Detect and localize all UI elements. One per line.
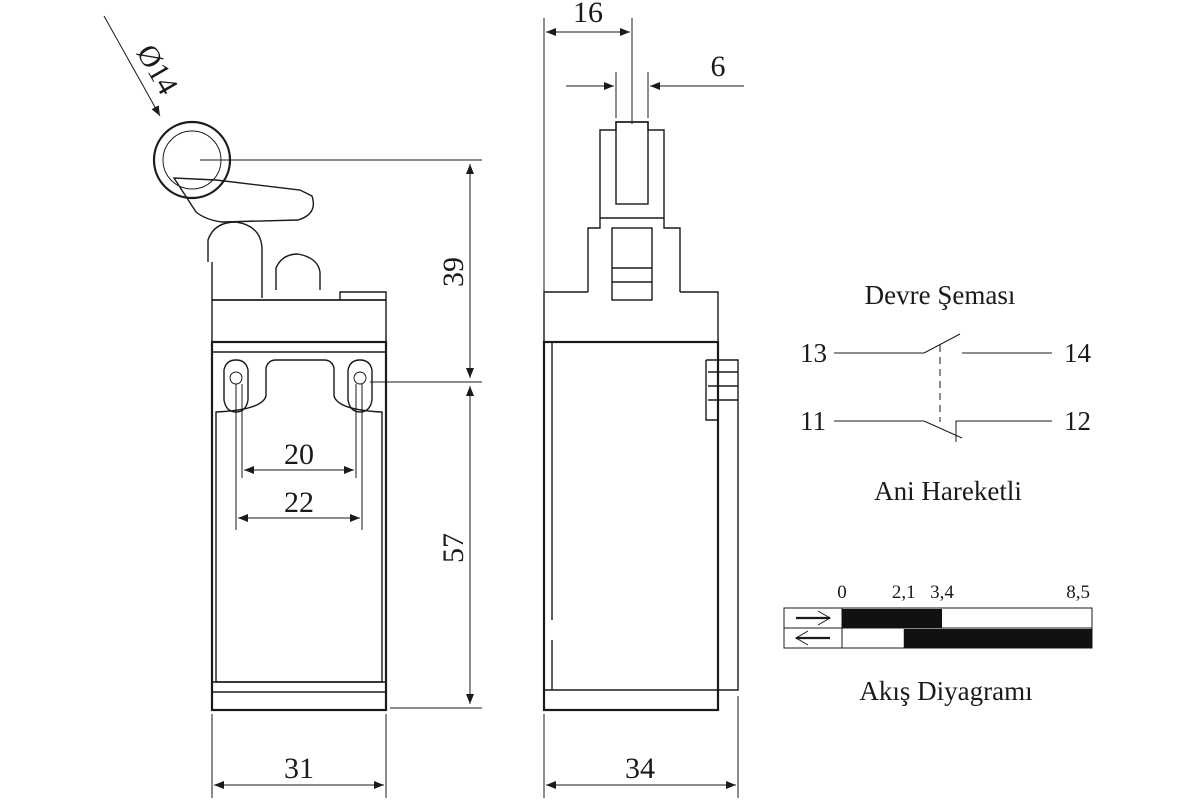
no-contact-blade <box>923 333 961 354</box>
flow-bar-forward-0 <box>842 609 942 628</box>
dim-hole-outer: 22 <box>284 486 314 519</box>
side-cover-ribs <box>708 371 738 401</box>
circuit-subtitle: Ani Hareketli <box>874 476 1022 506</box>
dim-side-width: 34 <box>625 752 655 785</box>
diameter-leader <box>103 15 161 117</box>
flow-diagram: 0 2,1 3,4 8,5 Akış Diyagramı <box>783 582 1093 706</box>
flow-tick-label: 8,5 <box>1066 582 1090 603</box>
dim-lower-height: 57 <box>437 533 470 563</box>
flow-bar-reverse-0 <box>903 629 1092 648</box>
dim-hole-inner: 20 <box>284 438 314 471</box>
dim-upper-height: 39 <box>437 257 470 287</box>
base-lines <box>212 681 386 693</box>
body-outline <box>210 340 388 712</box>
side-body-detail <box>544 342 718 691</box>
flow-tick-label: 0 <box>837 582 847 603</box>
terminal-14: 14 <box>1064 338 1092 368</box>
reverse-arrow-icon <box>795 630 830 646</box>
terminal-11: 11 <box>800 406 826 436</box>
mounting-slot-right <box>347 359 373 413</box>
plunger <box>275 253 321 290</box>
flow-tick-label: 3,4 <box>930 582 954 603</box>
dim-front-width: 31 <box>284 752 314 785</box>
lever-arm <box>172 177 315 223</box>
lever-hub <box>207 221 263 298</box>
dim-top-width: 16 <box>573 0 603 29</box>
stem-core <box>611 227 653 301</box>
circuit-title: Devre Şeması <box>865 280 1016 310</box>
mounting-slot-left <box>223 359 249 413</box>
side-dimensions: 16 6 34 <box>543 0 744 798</box>
dim-roller-width: 6 <box>711 50 726 83</box>
head-top <box>211 262 387 301</box>
roller-side <box>615 121 649 205</box>
flow-tick-label: 2,1 <box>892 582 916 603</box>
side-cover <box>705 359 739 691</box>
dim-roller-diameter: Ø14 <box>130 39 184 100</box>
stem-lines <box>612 267 652 283</box>
head-block <box>211 299 387 343</box>
stem-outline <box>587 217 681 292</box>
front-view <box>152 120 388 712</box>
front-dimensions: Ø14 39 57 20 22 31 <box>103 15 482 798</box>
circuit-diagram: Devre Şeması 13 14 11 12 Ani Hareketli <box>800 280 1092 506</box>
flow-title: Akış Diyagramı <box>859 676 1032 706</box>
forward-arrow-icon <box>796 610 831 626</box>
slot-hole-right <box>353 371 367 385</box>
cover-outline <box>215 359 383 683</box>
side-view <box>542 121 739 712</box>
nc-contact-right <box>955 420 1052 442</box>
terminal-13: 13 <box>800 338 827 368</box>
side-body <box>542 340 720 712</box>
slot-hole-left <box>229 371 243 385</box>
terminal-12: 12 <box>1064 406 1091 436</box>
